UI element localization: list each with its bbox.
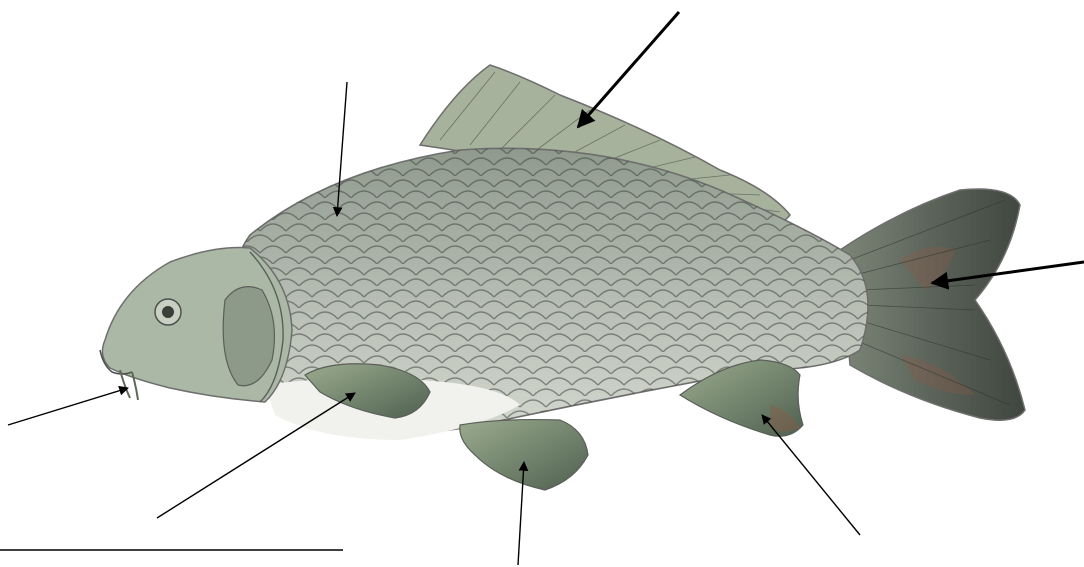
- pelvic-fin: [460, 420, 588, 490]
- fish-pupil: [162, 306, 174, 318]
- arrow-to-anal-fin: [762, 415, 860, 535]
- arrow-to-pectoral-fin: [157, 393, 355, 518]
- arrow-to-barbel: [8, 388, 128, 425]
- arrow-to-dorsal-fin: [578, 12, 679, 127]
